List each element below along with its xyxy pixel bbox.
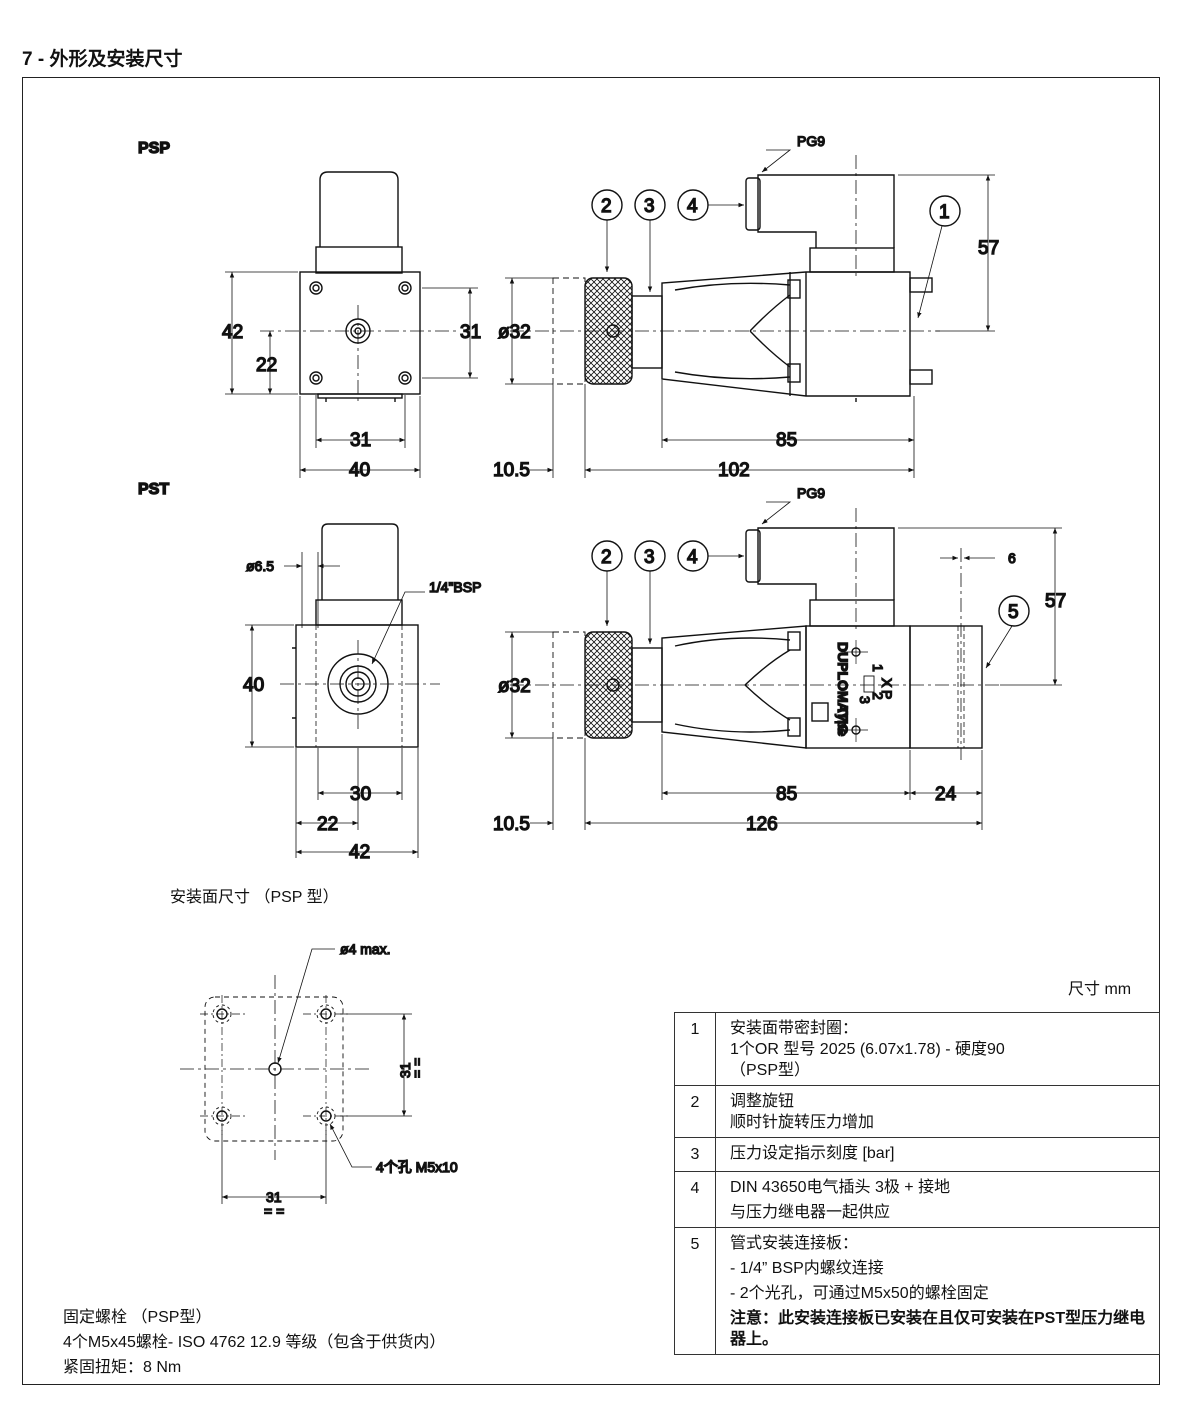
psp-front-dims: [225, 271, 478, 478]
pst-side-dims: [505, 501, 1062, 830]
section-title: 7 - 外形及安装尺寸: [22, 49, 183, 70]
pst-side-view: [510, 508, 1000, 760]
units-label: 尺寸 mm: [1068, 981, 1132, 998]
mounting-surface-drawing: [180, 975, 370, 1160]
legend-text: DIN 43650电气插头 3极 + 接地 与压力继电器一起供应: [715, 1171, 1160, 1228]
legend-line: （PSP型）: [730, 1062, 811, 1079]
psp-dim-31-v: 31: [460, 322, 481, 343]
pst-dim-22: 22: [317, 814, 338, 835]
pst-dim-6: 6: [1008, 550, 1016, 566]
legend-key: 2: [674, 1085, 716, 1138]
psp-label: PSP: [138, 140, 170, 157]
pst-dim-40: 40: [243, 675, 264, 696]
pst-port-p: P: [879, 690, 895, 699]
legend-line: 1个OR 型号 2025 (6.07x1.78) - 硬度90: [730, 1041, 1005, 1058]
psp-callouts: [591, 189, 961, 319]
mounting-eq-h: = =: [264, 1203, 284, 1219]
legend-key: 5: [674, 1227, 716, 1355]
mounting-dim-31-h: 31: [266, 1189, 282, 1205]
psp-dim-42: 42: [222, 322, 243, 343]
psp-callout-2: 2: [601, 196, 612, 217]
legend-line: 管式安装连接板：: [730, 1235, 859, 1252]
mounting-title: 安装面尺寸 （PSP 型）: [170, 889, 339, 906]
legend-line: 与压力继电器一起供应: [730, 1204, 891, 1221]
bolts-line-2: 4个M5x45螺栓- ISO 4762 12.9 等级（包含于供货内）: [63, 1334, 446, 1351]
pst-front-view: [280, 523, 440, 748]
pst-callout-5: 5: [1008, 602, 1019, 623]
pst-bsp-label: 1/4"BSP: [429, 579, 481, 595]
pst-dim-85: 85: [776, 784, 797, 805]
pst-brand-label: DUPLOMATIC: [835, 642, 851, 734]
legend-key: 4: [674, 1171, 716, 1228]
mounting-dim-31-v: 31: [397, 1062, 413, 1078]
psp-pg9-label: PG9: [797, 133, 825, 149]
pst-type-label: Type: [835, 706, 851, 737]
pst-dim-57: 57: [1045, 591, 1066, 612]
legend-line: 顺时针旋转压力增加: [730, 1114, 875, 1131]
psp-dim-31-h: 31: [350, 430, 371, 451]
legend-text: 管式安装连接板： - 1/4” BSP内螺纹连接 - 2个光孔，可通过M5x50…: [715, 1227, 1160, 1355]
psp-front-view: [260, 171, 460, 405]
drawing-frame: [22, 77, 1160, 1385]
legend-note: 注意：此安装连接板已安装在且仅可安装在PST型压力继电器上。: [730, 1310, 1146, 1348]
pst-dim-6-5: ø6.5: [246, 558, 274, 574]
psp-dim-10-5: 10.5: [493, 460, 530, 481]
pst-front-dims: [245, 552, 425, 858]
psp-dim-102: 102: [718, 460, 750, 481]
pst-callout-3: 3: [644, 547, 655, 568]
pst-callout-2: 2: [601, 547, 612, 568]
legend-row: 3 压力设定指示刻度 [bar]: [674, 1137, 1160, 1172]
legend-line: 安装面带密封圈：: [730, 1020, 859, 1037]
legend-row: 5 管式安装连接板： - 1/4” BSP内螺纹连接 - 2个光孔，可通过M5x…: [674, 1227, 1160, 1355]
psp-dim-57: 57: [978, 238, 999, 259]
legend-line: DIN 43650电气插头 3极 + 接地: [730, 1179, 951, 1196]
mounting-eq-v: = =: [409, 1058, 425, 1078]
pst-dim-10-5: 10.5: [493, 814, 530, 835]
legend-line: 调整旋钮: [730, 1093, 795, 1110]
psp-callout-3: 3: [644, 196, 655, 217]
pst-callout-4: 4: [687, 547, 698, 568]
pst-plate-2: 2: [870, 692, 886, 700]
mounting-holes-spec: 4个孔 M5x10: [376, 1159, 458, 1175]
psp-side-dims: [505, 149, 995, 478]
pst-plate-1: 1: [870, 664, 886, 672]
bolts-line-3: 紧固扭矩：8 Nm: [63, 1359, 182, 1376]
psp-dim-85: 85: [776, 430, 797, 451]
pst-dim-42: 42: [349, 842, 370, 863]
pst-pg9-label: PG9: [797, 485, 825, 501]
pst-port-x: X: [879, 678, 895, 688]
psp-dim-40: 40: [349, 460, 370, 481]
legend-table: 1 安装面带密封圈： 1个OR 型号 2025 (6.07x1.78) - 硬度…: [674, 1012, 1160, 1355]
legend-text: 安装面带密封圈： 1个OR 型号 2025 (6.07x1.78) - 硬度90…: [715, 1012, 1160, 1086]
legend-line: 压力设定指示刻度 [bar]: [730, 1145, 895, 1162]
psp-dim-22: 22: [256, 355, 277, 376]
mounting-hole-max: ø4 max.: [340, 941, 391, 957]
mounting-dims: [221, 948, 412, 1204]
legend-row: 4 DIN 43650电气插头 3极 + 接地 与压力继电器一起供应: [674, 1171, 1160, 1228]
legend-key: 1: [674, 1012, 716, 1086]
legend-line: - 2个光孔，可通过M5x50的螺栓固定: [730, 1285, 989, 1302]
legend-row: 2 调整旋钮 顺时针旋转压力增加: [674, 1085, 1160, 1138]
pst-dim-126: 126: [746, 814, 778, 835]
psp-dim-32: ø32: [498, 322, 531, 343]
psp-callout-1: 1: [939, 202, 950, 223]
pst-dim-30: 30: [350, 784, 371, 805]
legend-text: 调整旋钮 顺时针旋转压力增加: [715, 1085, 1160, 1138]
psp-side-view: [510, 155, 940, 402]
legend-row: 1 安装面带密封圈： 1个OR 型号 2025 (6.07x1.78) - 硬度…: [674, 1012, 1160, 1086]
bolts-line-1: 固定螺栓 （PSP型）: [63, 1309, 212, 1326]
legend-text: 压力设定指示刻度 [bar]: [715, 1137, 1160, 1172]
psp-callout-4: 4: [687, 196, 698, 217]
legend-key: 3: [674, 1137, 716, 1172]
pst-plate-3: 3: [857, 696, 873, 704]
pst-dim-24: 24: [935, 784, 957, 805]
pst-dim-32: ø32: [498, 676, 531, 697]
pst-callouts: [591, 540, 1030, 669]
legend-line: - 1/4” BSP内螺纹连接: [730, 1260, 884, 1277]
pst-label: PST: [138, 481, 169, 498]
